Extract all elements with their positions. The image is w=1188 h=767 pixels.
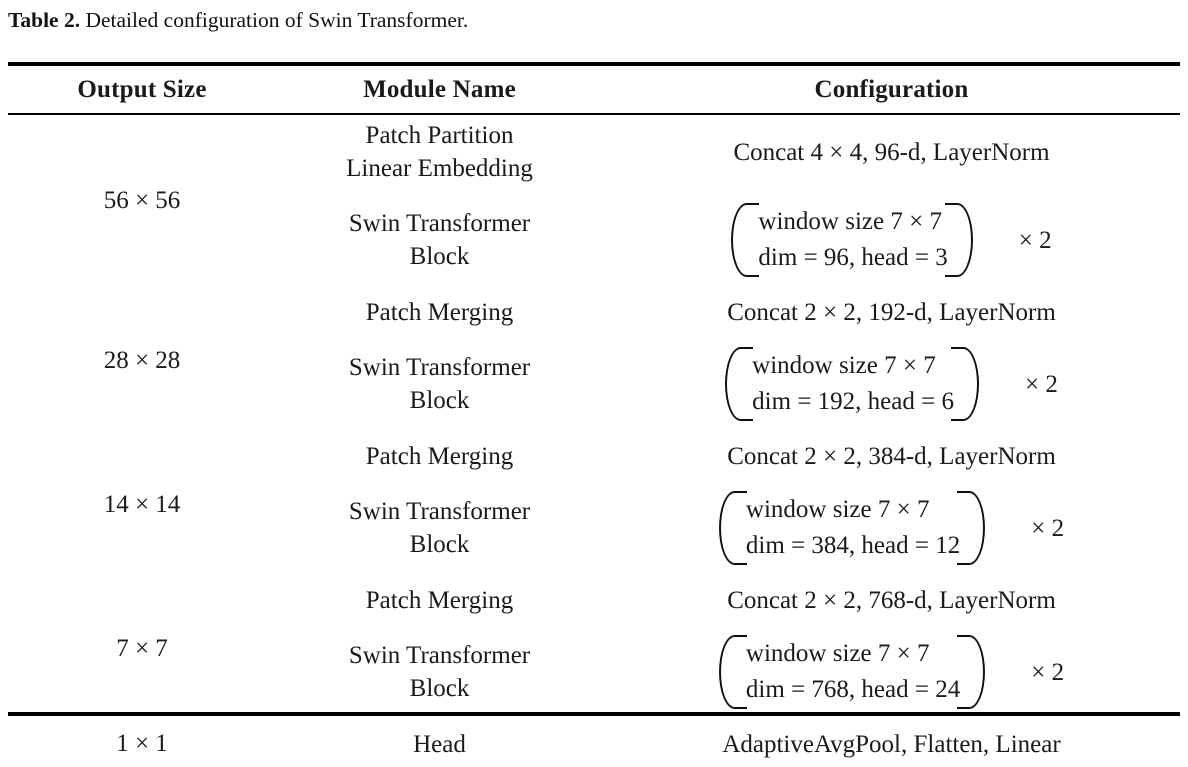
module-line-1: Swin Transformer	[348, 498, 531, 525]
module-line-2: Block	[409, 387, 470, 414]
table-header-rule	[8, 113, 1180, 115]
table-caption: Table 2. Detailed configuration of Swin …	[8, 6, 468, 34]
right-paren-icon	[957, 489, 986, 567]
left-paren-icon	[718, 489, 747, 567]
repeat-count: × 2	[1024, 370, 1058, 398]
cell-output-size: 56 × 56	[103, 187, 181, 214]
config-text: Concat 4 × 4, 96-d, LayerNorm	[733, 138, 1050, 166]
caption-text: Detailed configuration of Swin Transform…	[80, 8, 469, 32]
repeat-count: × 2	[1018, 226, 1052, 254]
cell-module-name: Patch Merging	[365, 298, 514, 326]
module-line-1: Swin Transformer	[348, 210, 531, 237]
table-row: 56 × 56 Patch Partition Linear Embedding…	[8, 113, 1180, 214]
table-row: 7 × 7 Patch Merging Concat 2 × 2, 768-d,…	[8, 577, 1180, 663]
repeat-count: × 2	[1031, 514, 1065, 542]
cell-module-name: Patch Partition Linear Embedding	[276, 113, 603, 191]
cell-configuration: window size 7 × 7 dim = 384, head = 12 ×…	[603, 479, 1180, 577]
cell-output-size: 14 × 14	[103, 491, 181, 518]
matrix-line-1: window size 7 × 7	[758, 208, 942, 235]
module-line-1: Swin Transformer	[348, 354, 531, 381]
cell-configuration: AdaptiveAvgPool, Flatten, Linear	[603, 721, 1180, 767]
matrix-line-1: window size 7 × 7	[752, 352, 936, 379]
matrix-rows: window size 7 × 7 dim = 192, head = 6	[742, 345, 962, 423]
table-grid: Output Size Module Name Configuration 56…	[8, 66, 1180, 767]
table-top-rule	[8, 62, 1180, 66]
cell-configuration: Concat 2 × 2, 768-d, LayerNorm	[603, 577, 1180, 623]
cell-module-name: Head	[413, 730, 466, 758]
matrix-rows: window size 7 × 7 dim = 768, head = 24	[736, 633, 968, 711]
cell-configuration: Concat 4 × 4, 96-d, LayerNorm	[603, 113, 1180, 191]
cell-module-name: Swin Transformer Block	[276, 479, 603, 577]
left-paren-icon	[725, 345, 754, 423]
matrix-line-2: dim = 768, head = 24	[745, 676, 961, 703]
table-row: Swin Transformer Block window size 7 × 7…	[8, 335, 1180, 433]
cell-module-name: Swin Transformer Block	[276, 335, 603, 433]
cell-module-name: Patch Merging	[365, 442, 514, 470]
header-output-size: Output Size	[77, 76, 207, 103]
caption-label: Table 2.	[8, 8, 81, 32]
cell-configuration: window size 7 × 7 dim = 768, head = 24 ×…	[603, 623, 1180, 721]
module-line-2: Block	[409, 531, 470, 558]
config-text: Concat 2 × 2, 768-d, LayerNorm	[727, 586, 1056, 614]
right-paren-icon	[957, 633, 986, 711]
cell-configuration: Concat 2 × 2, 192-d, LayerNorm	[603, 289, 1180, 335]
config-matrix: window size 7 × 7 dim = 192, head = 6	[725, 345, 979, 423]
matrix-line-1: window size 7 × 7	[745, 496, 930, 523]
config-matrix-wrap: window size 7 × 7 dim = 192, head = 6 × …	[603, 345, 1180, 423]
module-line-2: Block	[409, 243, 470, 270]
table-bottom-rule	[8, 712, 1180, 716]
matrix-line-2: dim = 384, head = 12	[745, 532, 961, 559]
cell-output-size: 1 × 1	[116, 730, 168, 757]
cell-configuration: window size 7 × 7 dim = 96, head = 3 × 2	[603, 191, 1180, 289]
config-text: Concat 2 × 2, 384-d, LayerNorm	[727, 442, 1056, 470]
cell-module-name: Swin Transformer Block	[276, 623, 603, 721]
matrix-line-2: dim = 192, head = 6	[752, 388, 954, 415]
header-module-name: Module Name	[363, 76, 516, 103]
module-line-1: Patch Partition	[365, 122, 514, 149]
header-row: Output Size Module Name Configuration	[8, 66, 1180, 113]
config-matrix-wrap: window size 7 × 7 dim = 384, head = 12 ×…	[603, 489, 1180, 567]
right-paren-icon	[950, 345, 979, 423]
config-matrix: window size 7 × 7 dim = 768, head = 24	[718, 633, 986, 711]
left-paren-icon	[718, 633, 747, 711]
cell-output-size: 7 × 7	[116, 635, 168, 662]
table-header: Output Size Module Name Configuration	[8, 66, 1180, 113]
matrix-rows: window size 7 × 7 dim = 96, head = 3	[748, 201, 955, 279]
cell-configuration: window size 7 × 7 dim = 192, head = 6 × …	[603, 335, 1180, 433]
config-text: Concat 2 × 2, 192-d, LayerNorm	[727, 298, 1056, 326]
cell-module-name: Swin Transformer Block	[276, 191, 603, 289]
config-matrix-wrap: window size 7 × 7 dim = 768, head = 24 ×…	[603, 633, 1180, 711]
table-row: Swin Transformer Block window size 7 × 7…	[8, 479, 1180, 577]
right-paren-icon	[944, 201, 973, 279]
cell-output-size: 28 × 28	[103, 347, 181, 374]
cell-configuration: Concat 2 × 2, 384-d, LayerNorm	[603, 433, 1180, 479]
module-line-2: Linear Embedding	[346, 155, 533, 182]
repeat-count: × 2	[1031, 658, 1065, 686]
table-row: Swin Transformer Block window size 7 × 7…	[8, 191, 1180, 289]
config-matrix-wrap: window size 7 × 7 dim = 96, head = 3 × 2	[603, 201, 1180, 279]
table-row: 14 × 14 Patch Merging Concat 2 × 2, 384-…	[8, 433, 1180, 519]
module-line-2: Block	[409, 675, 470, 702]
table-body: 56 × 56 Patch Partition Linear Embedding…	[8, 113, 1180, 767]
header-configuration: Configuration	[814, 76, 969, 103]
table-row: 1 × 1 Head AdaptiveAvgPool, Flatten, Lin…	[8, 721, 1180, 767]
left-paren-icon	[731, 201, 760, 279]
swin-config-table: Output Size Module Name Configuration 56…	[8, 66, 1180, 767]
table-row: Swin Transformer Block window size 7 × 7…	[8, 623, 1180, 721]
module-line-1: Swin Transformer	[348, 642, 531, 669]
config-matrix: window size 7 × 7 dim = 96, head = 3	[731, 201, 973, 279]
matrix-rows: window size 7 × 7 dim = 384, head = 12	[736, 489, 968, 567]
table-row: 28 × 28 Patch Merging Concat 2 × 2, 192-…	[8, 289, 1180, 375]
matrix-line-1: window size 7 × 7	[745, 640, 930, 667]
matrix-line-2: dim = 96, head = 3	[758, 244, 948, 271]
config-matrix: window size 7 × 7 dim = 384, head = 12	[718, 489, 986, 567]
config-text: AdaptiveAvgPool, Flatten, Linear	[722, 730, 1061, 758]
cell-module-name: Patch Merging	[365, 586, 514, 614]
